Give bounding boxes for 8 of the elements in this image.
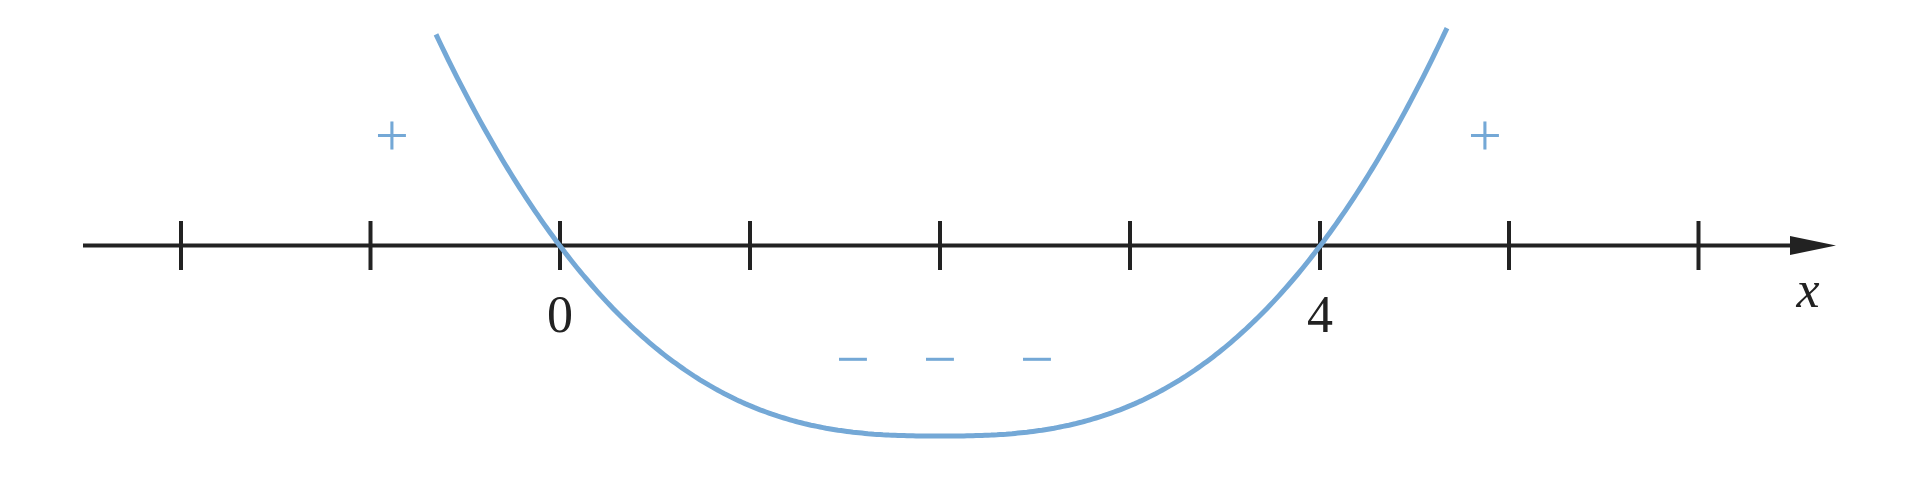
sign-label: +	[1468, 105, 1502, 165]
axis-label: x	[1796, 264, 1820, 316]
sign-label: −	[923, 329, 957, 389]
tick-label: 0	[547, 289, 573, 341]
tick-label: 4	[1307, 289, 1333, 341]
sign-label: −	[1020, 329, 1054, 389]
sign-label: +	[375, 105, 409, 165]
sign-label: −	[836, 329, 870, 389]
